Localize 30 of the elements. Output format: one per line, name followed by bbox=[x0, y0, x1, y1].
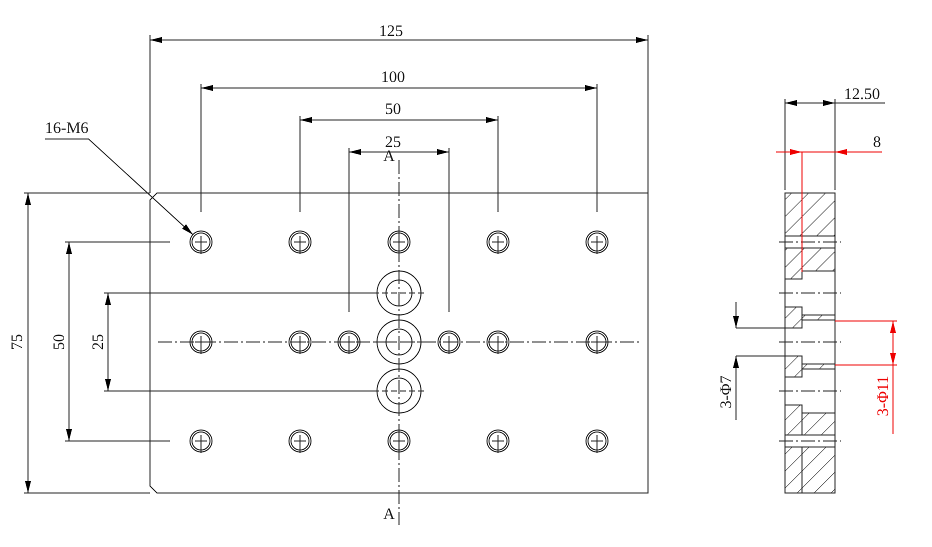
threaded-hole bbox=[288, 230, 312, 254]
dimension-text: 100 bbox=[381, 70, 405, 86]
dimension-text: 25 bbox=[91, 334, 107, 350]
threaded-hole bbox=[486, 430, 510, 454]
dimension-text: 3-Φ7 bbox=[719, 375, 735, 409]
threaded-hole bbox=[190, 430, 212, 454]
dimension-text: 50 bbox=[385, 102, 401, 118]
threaded-hole bbox=[388, 430, 410, 454]
threaded-hole bbox=[586, 430, 608, 454]
dimension-text: 3-Φ11 bbox=[876, 376, 892, 416]
dimension-text: 8 bbox=[873, 135, 881, 151]
dimension-text: 50 bbox=[52, 334, 68, 350]
threaded-hole bbox=[438, 330, 460, 354]
dimension-text: 125 bbox=[379, 24, 403, 40]
callout-text: 16-M6 bbox=[45, 121, 89, 139]
threaded-hole bbox=[388, 230, 410, 254]
dimension-text: 25 bbox=[385, 135, 401, 151]
threaded-hole bbox=[586, 330, 608, 354]
dimension-text: 75 bbox=[10, 334, 26, 350]
threaded-hole bbox=[486, 230, 510, 254]
leader-line bbox=[44, 138, 194, 236]
threaded-hole bbox=[586, 230, 608, 254]
dimension-text: 12.50 bbox=[844, 87, 880, 103]
threaded-hole bbox=[190, 330, 212, 354]
threaded-hole bbox=[338, 330, 360, 354]
threaded-hole bbox=[288, 430, 312, 454]
dimension-text: A bbox=[383, 507, 395, 523]
threaded-hole bbox=[288, 330, 312, 354]
threaded-hole bbox=[190, 230, 212, 254]
threaded-hole bbox=[486, 330, 510, 354]
